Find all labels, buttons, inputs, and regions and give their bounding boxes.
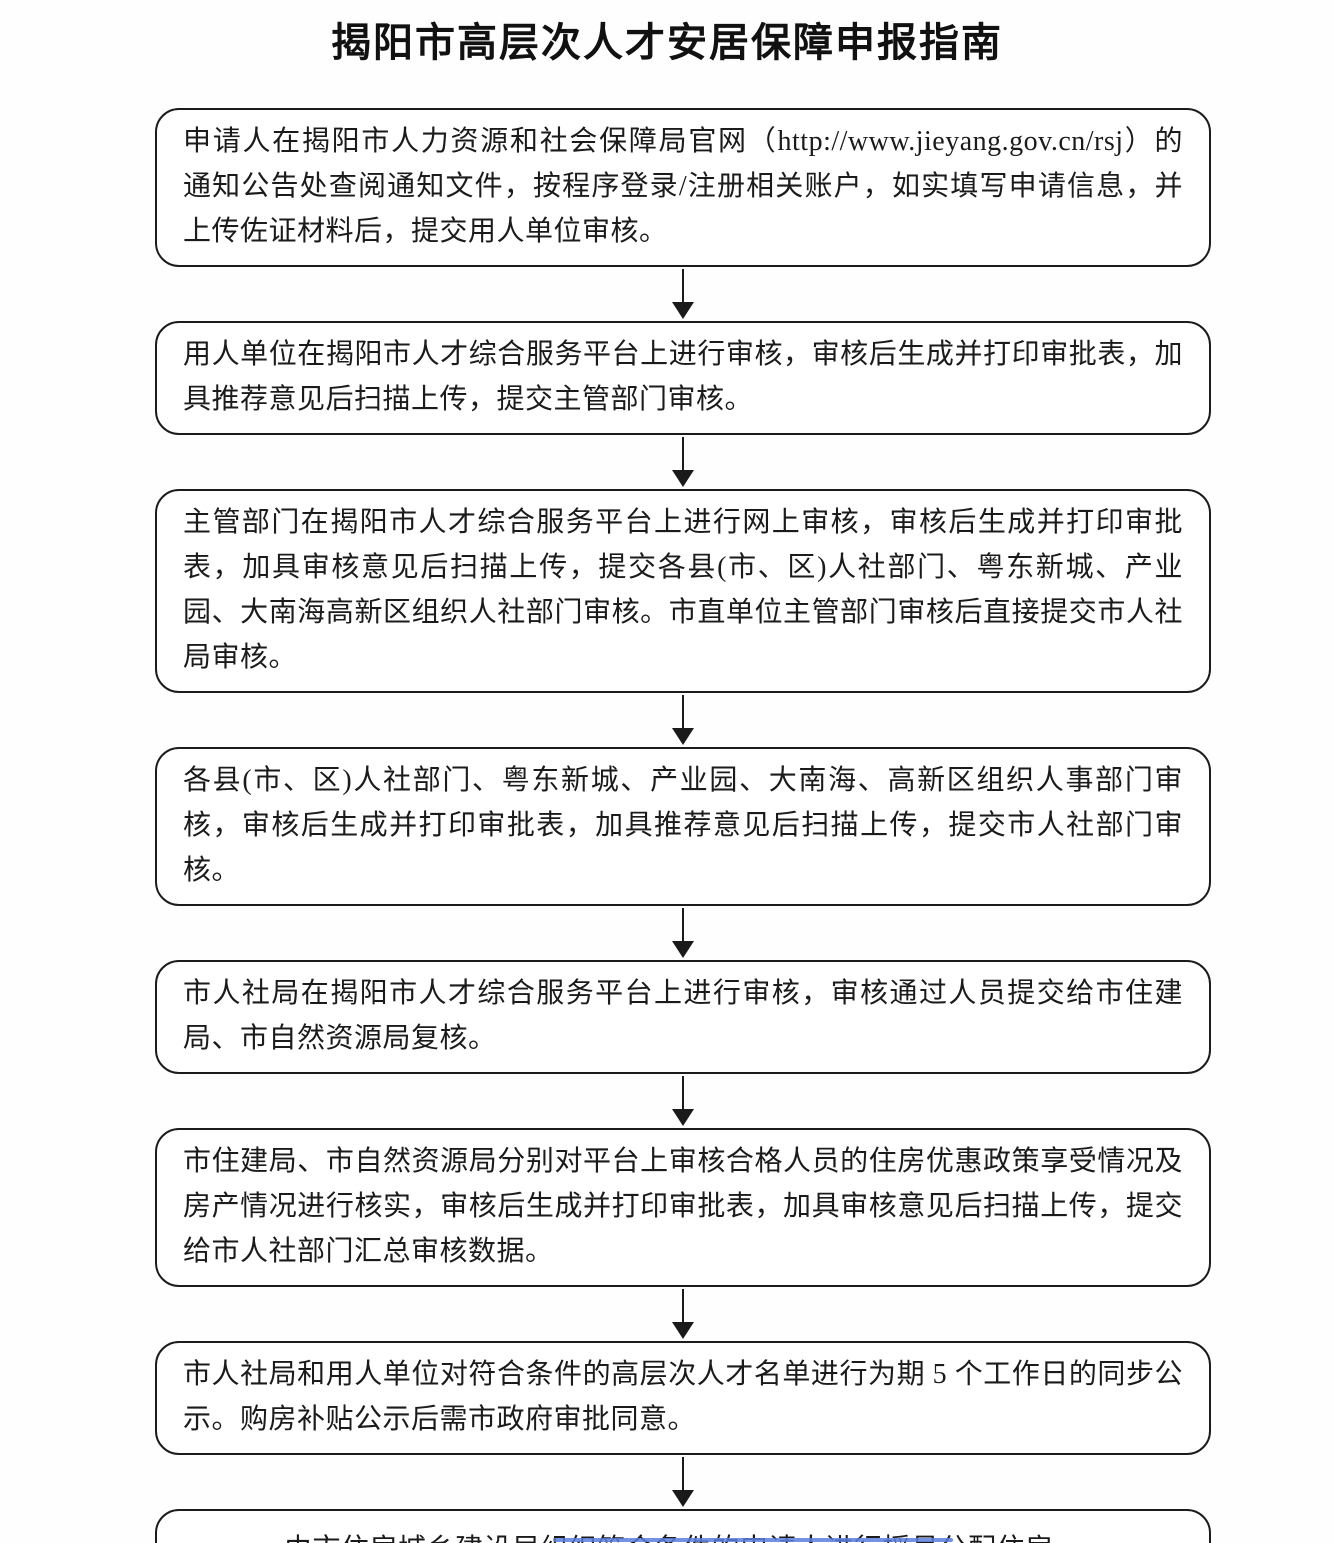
flow-step-4-box: 各县(市、区)人社部门、粤东新城、产业园、大南海、高新区组织人事部门审核，审核后… — [155, 747, 1211, 906]
page-title: 揭阳市高层次人才安居保障申报指南 — [331, 20, 1003, 65]
arrow-head — [672, 1322, 694, 1339]
arrow-head — [672, 941, 694, 958]
flow-step-6-text: 市住建局、市自然资源局分别对平台上审核合格人员的住房优惠政策享受情况及房产情况进… — [183, 1146, 1183, 1267]
flowchart: 申请人在揭阳市人力资源和社会保障局官网（http://www.jieyang.g… — [155, 108, 1211, 1543]
arrow-line — [682, 1076, 684, 1109]
arrow-head — [672, 302, 694, 319]
arrow-head — [672, 1490, 694, 1507]
arrow-head — [672, 728, 694, 745]
flow-step-3-text: 主管部门在揭阳市人才综合服务平台上进行网上审核，审核后生成并打印审批表，加具审核… — [183, 507, 1183, 673]
down-arrow-icon — [671, 694, 695, 746]
flow-step-2-text: 用人单位在揭阳市人才综合服务平台上进行审核，审核后生成并打印审批表，加具推荐意见… — [183, 339, 1183, 415]
down-arrow-icon — [671, 907, 695, 959]
flow-step-5-text: 市人社局在揭阳市人才综合服务平台上进行审核，审核通过人员提交给市住建局、市自然资… — [183, 978, 1183, 1054]
arrow-line — [682, 1457, 684, 1490]
flow-step-2-box: 用人单位在揭阳市人才综合服务平台上进行审核，审核后生成并打印审批表，加具推荐意见… — [155, 321, 1211, 435]
arrow-line — [682, 269, 684, 302]
arrow-line — [682, 695, 684, 728]
down-arrow-icon — [671, 436, 695, 488]
flow-step-4-text: 各县(市、区)人社部门、粤东新城、产业园、大南海、高新区组织人事部门审核，审核后… — [183, 765, 1183, 886]
arrow-line — [682, 1289, 684, 1322]
flow-step-7-text: 市人社局和用人单位对符合条件的高层次人才名单进行为期 5 个工作日的同步公示。购… — [183, 1359, 1183, 1435]
flow-step-1-text: 申请人在揭阳市人力资源和社会保障局官网（http://www.jieyang.g… — [183, 126, 1183, 247]
arrow-head — [672, 470, 694, 487]
down-arrow-icon — [671, 268, 695, 320]
flow-step-7-box: 市人社局和用人单位对符合条件的高层次人才名单进行为期 5 个工作日的同步公示。购… — [155, 1341, 1211, 1455]
down-arrow-icon — [671, 1456, 695, 1508]
flow-step-1-box: 申请人在揭阳市人力资源和社会保障局官网（http://www.jieyang.g… — [155, 108, 1211, 267]
flow-step-6-box: 市住建局、市自然资源局分别对平台上审核合格人员的住房优惠政策享受情况及房产情况进… — [155, 1128, 1211, 1287]
scan-artifact-line — [553, 1538, 953, 1542]
arrow-head — [672, 1109, 694, 1126]
flow-step-3-box: 主管部门在揭阳市人才综合服务平台上进行网上审核，审核后生成并打印审批表，加具审核… — [155, 489, 1211, 693]
arrow-line — [682, 437, 684, 470]
down-arrow-icon — [671, 1075, 695, 1127]
flow-step-5-box: 市人社局在揭阳市人才综合服务平台上进行审核，审核通过人员提交给市住建局、市自然资… — [155, 960, 1211, 1074]
arrow-line — [682, 908, 684, 941]
down-arrow-icon — [671, 1288, 695, 1340]
